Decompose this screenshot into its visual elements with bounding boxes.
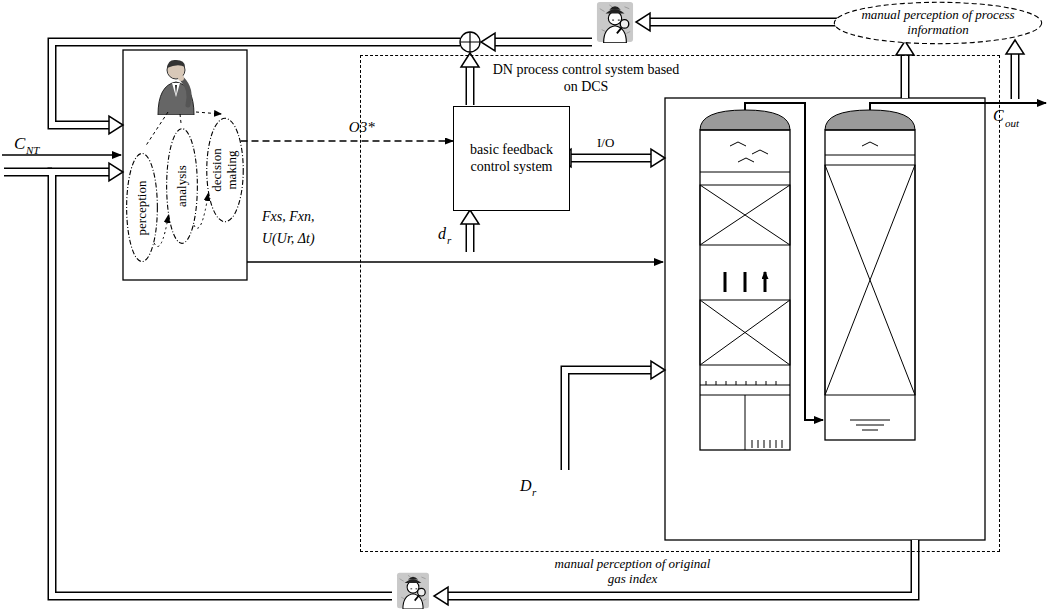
plant-box-part <box>700 300 790 365</box>
information-flow-arrows-part <box>1012 54 1018 99</box>
information-flow-arrows-part <box>4 169 52 175</box>
plant-box-part <box>825 130 915 440</box>
information-flow-arrows-part <box>434 587 448 605</box>
information-flow-arrows-part <box>636 13 650 31</box>
plant-box-part <box>825 110 915 130</box>
thinking-ellipse: perception <box>126 150 158 265</box>
node-text: perception <box>135 158 150 258</box>
signal-subscript: r <box>532 487 536 499</box>
information-flow-arrows-part <box>461 210 479 224</box>
plant-box-part <box>825 165 915 395</box>
information-flow-arrows-part <box>466 224 475 252</box>
node-text: analysis <box>175 133 190 239</box>
perception-ellipse: manual perception of process information <box>830 1 1046 45</box>
signal-subscript: NT <box>26 145 39 157</box>
left-decision-box <box>123 50 247 280</box>
information-flow-arrows-part <box>896 41 914 55</box>
information-flow-arrows <box>4 13 1024 605</box>
plant-box-part <box>745 103 823 420</box>
plant-box-part <box>870 103 1046 110</box>
information-flow-arrows-part <box>52 172 392 596</box>
plant-box-part <box>700 142 790 172</box>
information-flow-arrows-part <box>109 116 123 134</box>
thinking-ellipse: analysis <box>166 125 198 247</box>
information-flow-arrows-part <box>448 540 915 596</box>
information-flow-arrows-part <box>495 38 592 47</box>
plant-box-part <box>850 420 890 430</box>
information-flow-arrows-part <box>650 19 866 25</box>
information-flow-arrows-part <box>4 168 52 177</box>
signal-label: U(Ur, Δt) <box>262 232 315 247</box>
information-flow-arrows-part <box>650 18 866 27</box>
plant-box-part <box>725 272 765 292</box>
plant-box-part <box>700 130 790 450</box>
information-flow-arrows-part <box>109 163 123 181</box>
ellipse-outline-part <box>167 129 198 244</box>
information-flow-arrows-part <box>651 361 665 379</box>
information-flow-arrows-part <box>495 39 592 45</box>
node-text: DN process control system based on DCS <box>491 62 681 96</box>
thinking-ellipse: decision making <box>206 115 244 225</box>
plant-box-part <box>700 110 790 130</box>
signal-symbol: C <box>993 108 1004 125</box>
information-flow-arrows-part <box>902 55 908 98</box>
information-flow-arrows-part <box>448 540 915 596</box>
information-flow-arrows-part <box>467 224 473 252</box>
plant-box-part <box>706 381 782 448</box>
information-flow-arrows-part <box>466 67 475 105</box>
signal-label: Fxs, Fxn, <box>262 210 314 225</box>
information-flow-arrows-part <box>1006 40 1024 54</box>
operator-figure-part <box>597 2 633 43</box>
plant-box-part <box>825 142 915 155</box>
control-system-region: DN process control system based on DCS ba… <box>360 55 1000 552</box>
plant-box-part <box>700 185 790 245</box>
process-box: basic feedback control system <box>453 106 570 211</box>
ellipse-outline-part <box>207 118 243 221</box>
information-flow-arrows-part <box>651 149 665 167</box>
plant-box-part <box>700 185 790 245</box>
plant-box-part <box>665 98 985 540</box>
node-text: decision making <box>210 139 240 201</box>
signal-symbol: C <box>14 135 25 153</box>
left-decision-box-part <box>123 50 247 280</box>
edge-label: O3* <box>349 120 375 136</box>
signal-symbol: d <box>438 226 446 243</box>
signal-subscript: out <box>1005 118 1019 130</box>
left-decision-box-part <box>158 60 194 115</box>
connector <box>240 140 453 141</box>
plant-box-part <box>700 300 790 365</box>
ellipse-outline-part <box>127 153 158 261</box>
information-flow-arrows-part <box>571 155 651 161</box>
signal-subscript: r <box>447 235 451 247</box>
node-text: manual perception of process information <box>830 8 1046 38</box>
information-flow-arrows-part <box>571 154 651 163</box>
plant-box-part <box>825 165 915 395</box>
operator-figure-part <box>397 573 429 609</box>
signal-symbol: D <box>520 478 532 495</box>
io-label: I/O <box>597 136 614 150</box>
information-flow-arrows-part <box>565 370 651 470</box>
information-flow-arrows-part <box>52 172 392 596</box>
plant-box <box>665 98 1046 540</box>
information-flow-arrows-part <box>901 55 910 98</box>
signal-arrows-part <box>2 154 121 156</box>
summing-junction-part <box>460 32 480 52</box>
flow-label: manual perception of original gas index <box>545 557 720 587</box>
summing-junction <box>460 32 480 52</box>
signal-arrows-part <box>247 261 663 263</box>
information-flow-arrows-part <box>1011 54 1020 99</box>
information-flow-arrows-part <box>481 33 495 51</box>
node-text: basic feedback control system <box>454 142 569 176</box>
summing-junction-part <box>460 32 480 52</box>
information-flow-arrows-part <box>467 67 473 105</box>
information-flow-arrows-part <box>565 370 651 470</box>
